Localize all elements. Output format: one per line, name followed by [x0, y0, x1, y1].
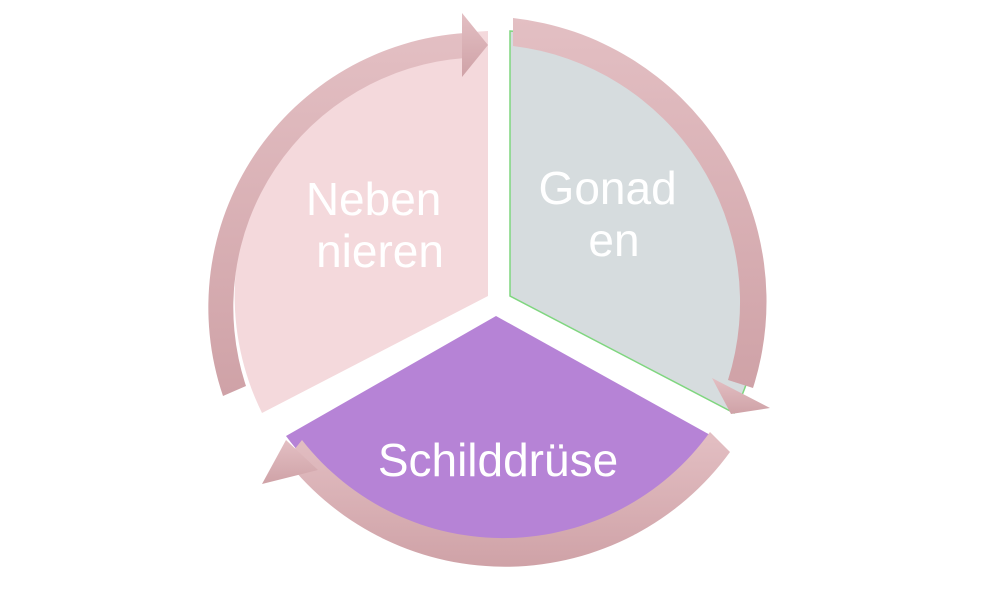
arrow-top-icon — [208, 13, 488, 396]
segment-schilddruese — [286, 316, 712, 544]
arrow-right-icon — [513, 18, 770, 414]
label-schilddruese: Schilddrüse — [378, 434, 618, 486]
segment-labels: Gonad en Schilddrüse Neben nieren — [306, 162, 690, 486]
label-gonaden: Gonad en — [539, 162, 690, 266]
arrow-bottom-icon — [262, 432, 730, 567]
cycle-arrows — [208, 13, 770, 567]
label-nebennieren: Neben nieren — [306, 173, 454, 277]
